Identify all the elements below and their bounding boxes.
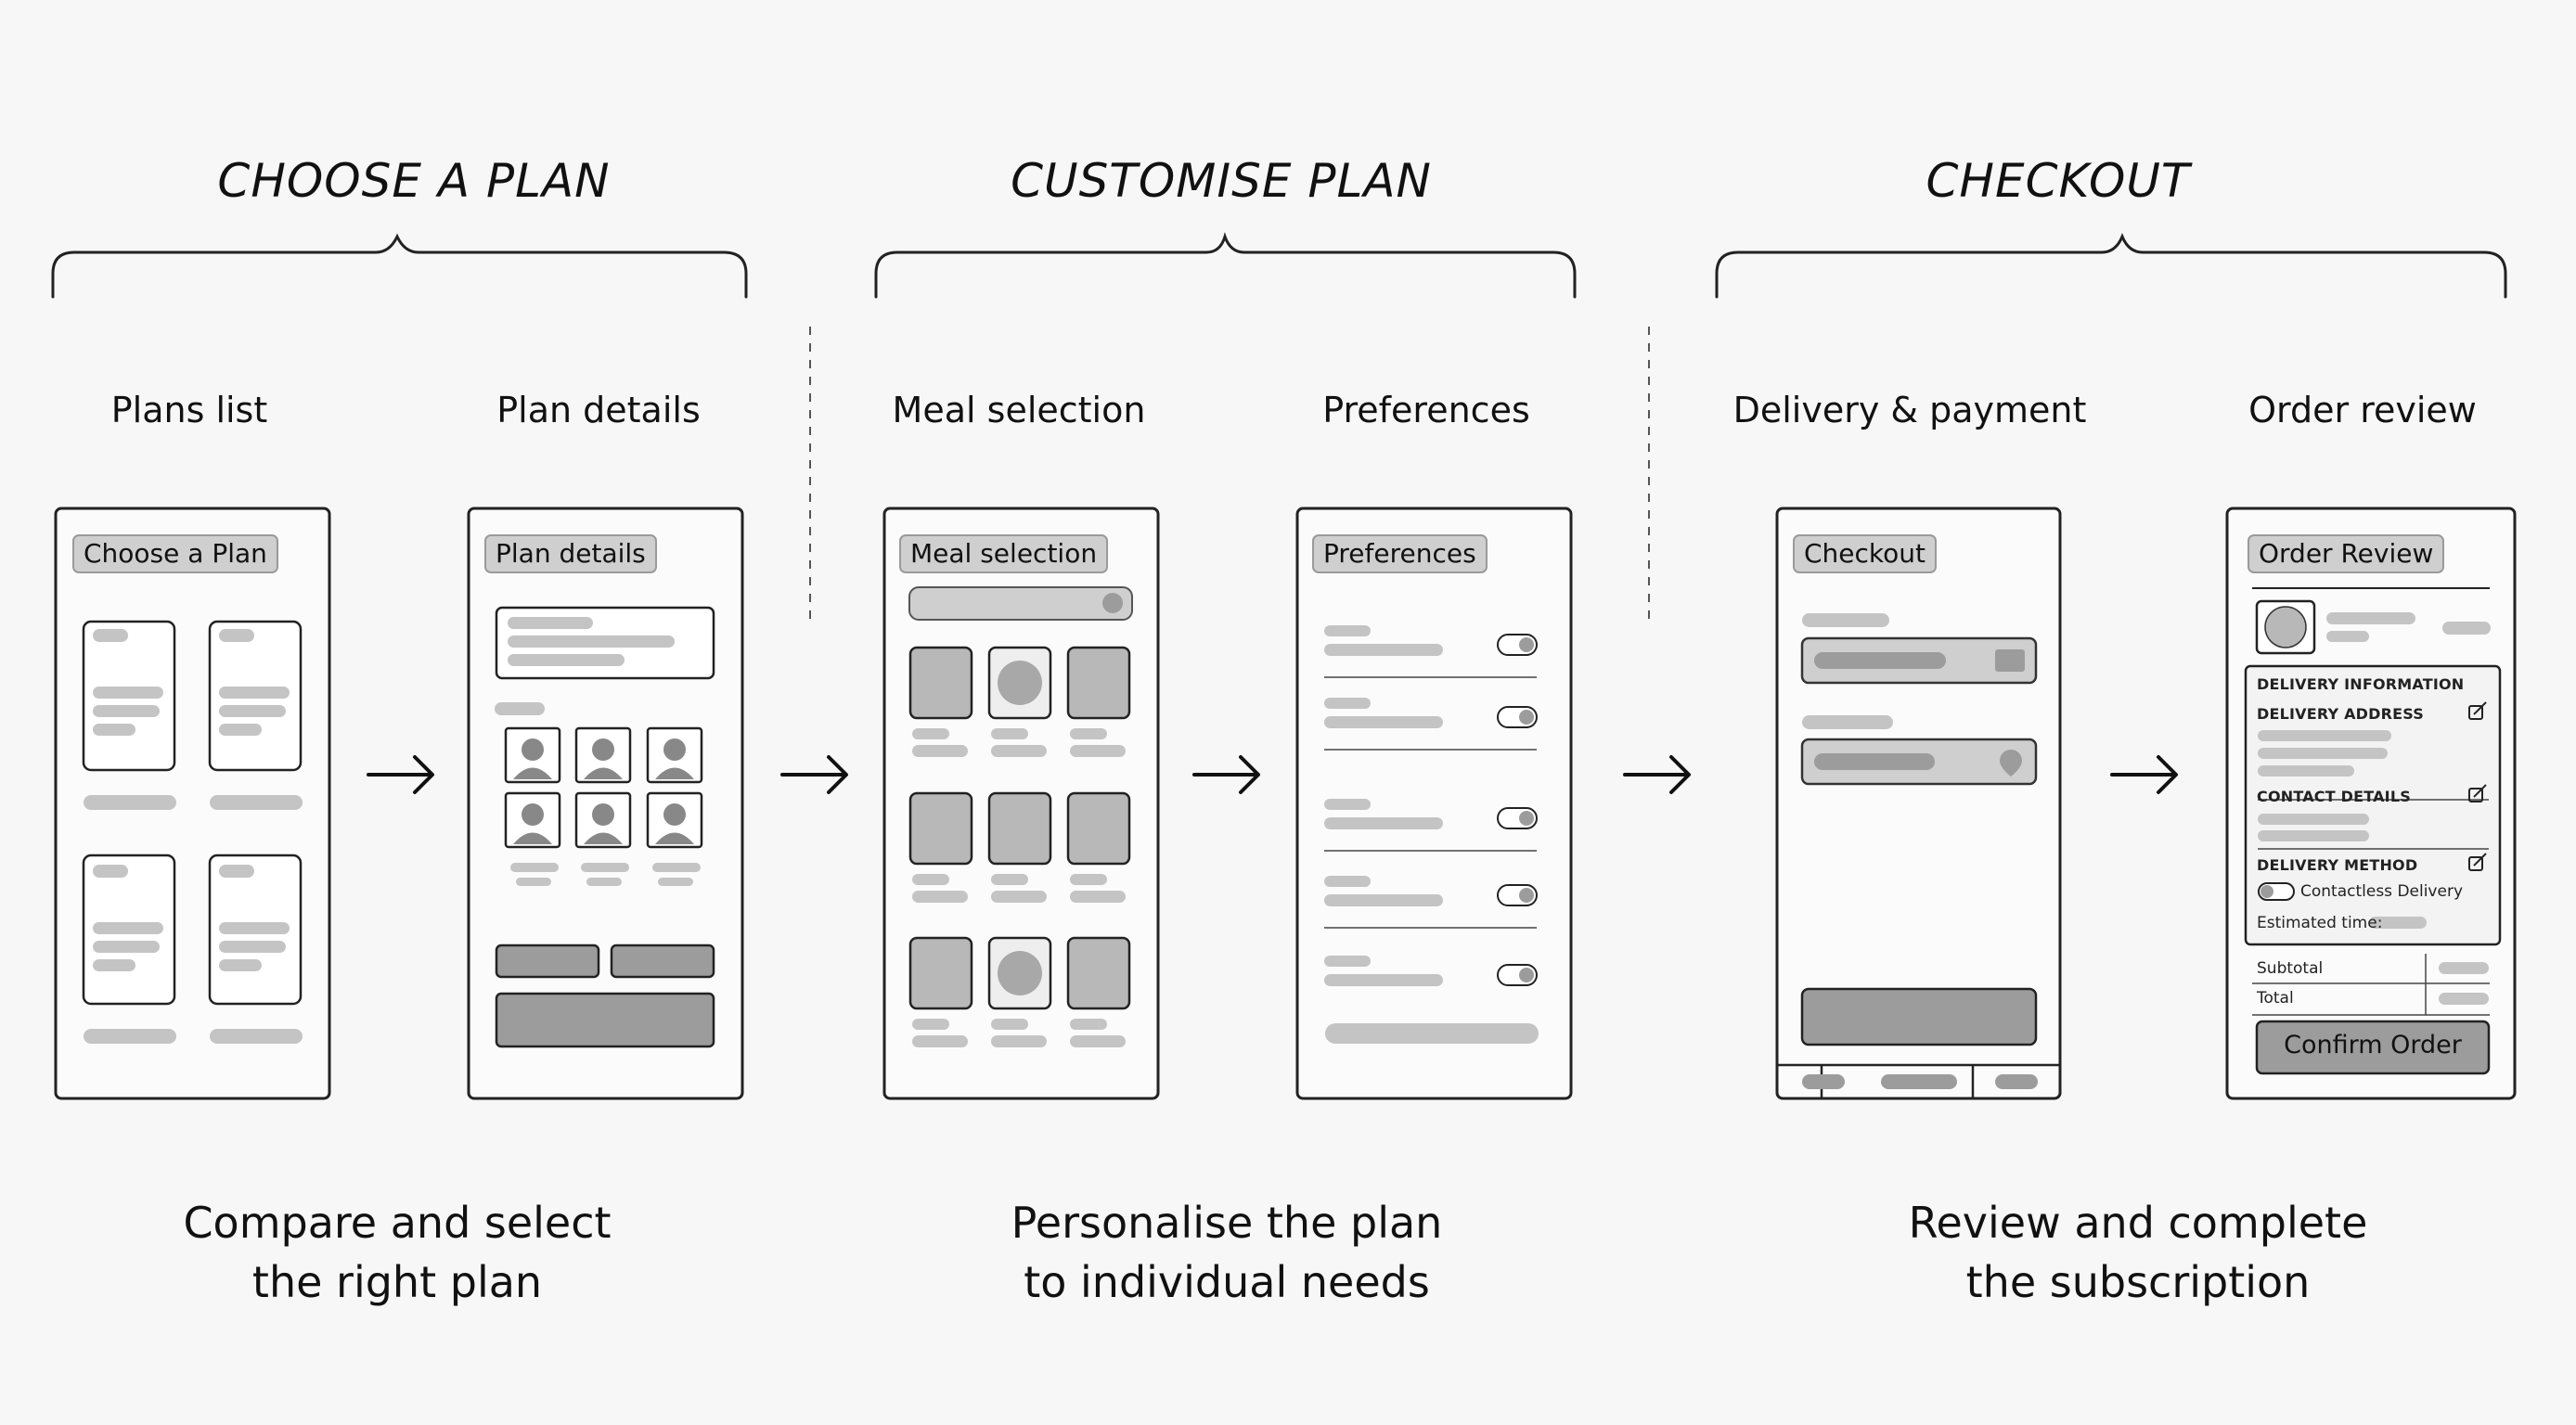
description-line: the right plan — [251, 1257, 543, 1307]
card-icon — [1995, 649, 2025, 672]
step-label-preferences: Preferences — [1322, 390, 1530, 430]
tab-bar — [1802, 1074, 2038, 1089]
group-title-choose: CHOOSE A PLAN — [217, 154, 611, 208]
preference-row — [1324, 625, 1538, 678]
group-description-choose: Compare and select the right plan — [183, 1193, 611, 1312]
step-label-meal-selection: Meal selection — [892, 390, 1146, 430]
estimated-time-label: Estimated time: — [2257, 914, 2383, 932]
group-brace-customise — [874, 232, 1577, 299]
confirm-order-label: Confirm Order — [2284, 1031, 2462, 1059]
meal-tile — [987, 791, 1052, 903]
description-line: to individual needs — [1024, 1257, 1430, 1307]
subtotal-label: Subtotal — [2257, 959, 2324, 978]
step-label-delivery-payment: Delivery & payment — [1732, 390, 2087, 430]
screen-title-checkout: Checkout — [1793, 534, 1937, 573]
user-avatar-icon — [574, 726, 632, 784]
meal-tile — [908, 936, 973, 1047]
user-avatar-icon — [646, 791, 703, 849]
pay-button — [1800, 987, 2038, 1046]
confirm-order-button — [2255, 1020, 2491, 1075]
primary-button — [495, 992, 715, 1048]
preference-row — [1324, 698, 1538, 751]
screen-preferences — [1295, 507, 1573, 1100]
arrow-right-icon — [2110, 755, 2178, 794]
screen-title-preferences: Preferences — [1312, 534, 1488, 573]
preference-row — [1324, 876, 1538, 929]
toggle-switch-icon — [1497, 634, 1538, 656]
arrow-right-icon — [367, 755, 434, 794]
group-brace-choose — [51, 233, 748, 299]
delivery-address-heading: DELIVERY ADDRESS — [2257, 705, 2424, 723]
search-bar — [908, 586, 1133, 621]
user-avatar-icon — [504, 726, 561, 784]
screen-title-meal-selection: Meal selection — [899, 534, 1109, 573]
pencil-edit-icon — [2468, 701, 2487, 871]
screen-title-order-review: Order Review — [2248, 534, 2445, 573]
option-button — [610, 944, 715, 979]
toggle-switch-icon — [1497, 706, 1538, 728]
description-line: Personalise the plan — [1011, 1198, 1443, 1248]
contact-details-heading: CONTACT DETAILS — [2257, 788, 2411, 805]
preference-row — [1324, 956, 1538, 986]
meal-tile — [987, 646, 1052, 757]
map-pin-icon — [2000, 750, 2022, 777]
screen-checkout — [1775, 507, 2062, 1100]
screen-title-choose-plan: Choose a Plan — [72, 534, 278, 573]
screen-title-plan-details: Plan details — [484, 534, 657, 573]
toggle-switch-icon — [1497, 964, 1538, 986]
description-line: Review and complete — [1908, 1198, 2368, 1248]
option-button — [495, 944, 600, 979]
arrow-right-icon — [1192, 755, 1260, 794]
screen-plans-list — [54, 507, 331, 1100]
step-label-plans-list: Plans list — [110, 390, 268, 430]
toggle-switch-icon — [1497, 807, 1538, 829]
preference-row — [1324, 799, 1538, 852]
meal-tile — [987, 936, 1052, 1047]
screen-order-review — [2225, 507, 2517, 1100]
group-title-customise: CUSTOMISE PLAN — [1011, 154, 1432, 208]
meal-tile — [908, 791, 973, 903]
group-description-customise: Personalise the plan to individual needs — [1011, 1193, 1443, 1312]
delivery-method-option: Contactless Delivery — [2300, 882, 2464, 901]
group-title-checkout: CHECKOUT — [1926, 154, 2191, 208]
meal-tile — [1066, 791, 1131, 903]
screen-meal-selection — [882, 507, 1160, 1100]
step-label-plan-details: Plan details — [496, 390, 701, 430]
group-description-checkout: Review and complete the subscription — [1909, 1193, 2368, 1312]
description-line: the subscription — [1965, 1257, 2311, 1307]
user-avatar-icon — [646, 726, 703, 784]
total-label: Total — [2257, 989, 2294, 1008]
delivery-method-heading: DELIVERY METHOD — [2257, 856, 2418, 874]
screen-plan-details — [467, 507, 744, 1100]
meal-tile — [1066, 646, 1131, 757]
arrow-right-icon — [780, 755, 848, 794]
toggle-switch-icon — [1497, 884, 1538, 906]
delivery-info-heading: DELIVERY INFORMATION — [2257, 675, 2465, 693]
group-brace-checkout — [1715, 233, 2507, 299]
step-label-order-review: Order review — [2248, 390, 2477, 430]
user-avatar-icon — [504, 791, 561, 849]
description-line: Compare and select — [183, 1198, 612, 1248]
user-avatar-icon — [574, 791, 632, 849]
meal-tile — [908, 646, 973, 757]
meal-tile — [1066, 936, 1131, 1047]
arrow-right-icon — [1623, 755, 1691, 794]
search-icon — [1102, 593, 1123, 613]
